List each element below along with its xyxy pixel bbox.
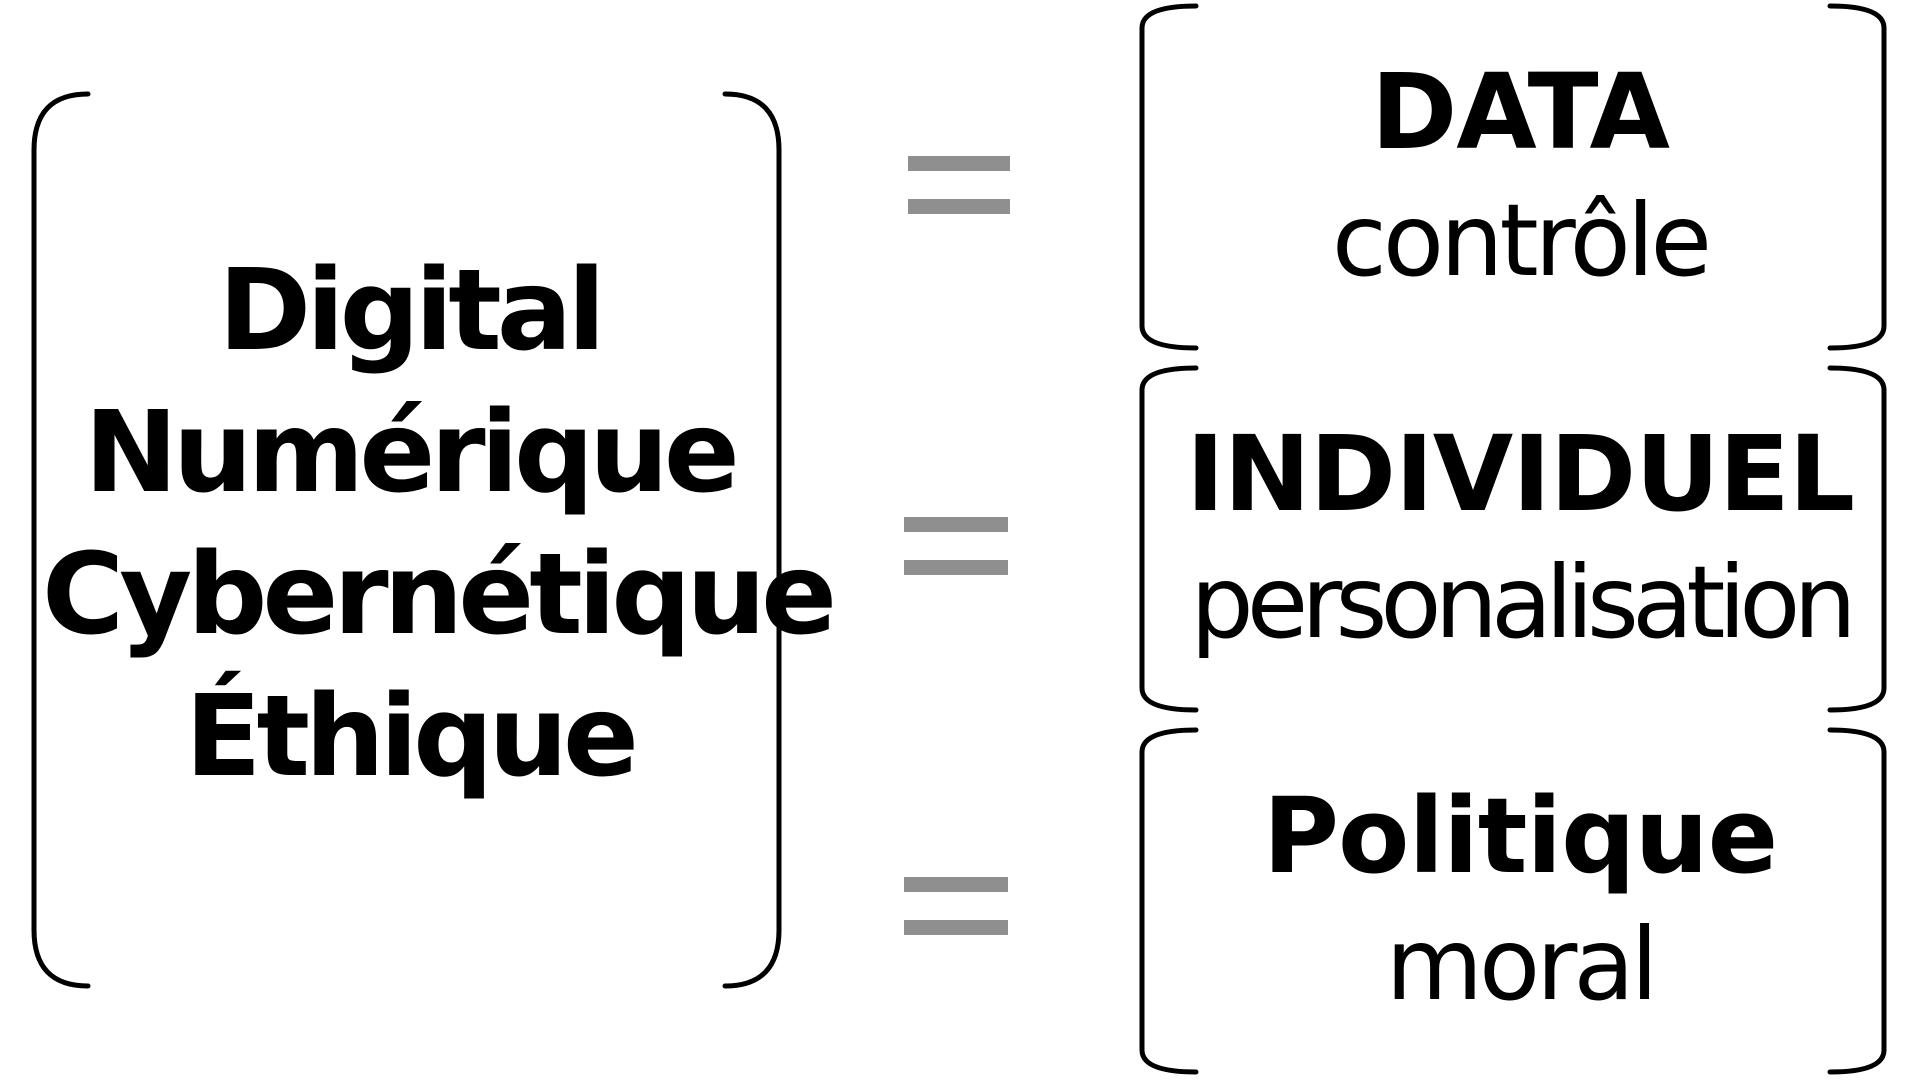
right-bracket-2 xyxy=(1139,365,1887,713)
term-numerique: Numérique xyxy=(84,388,740,518)
left-term-list: Digital Numérique Cybernétique Éthique xyxy=(42,240,837,808)
equals-sign-3 xyxy=(904,877,1008,935)
box-subtitle-moral: moral xyxy=(1385,906,1659,1023)
right-bracket-1 xyxy=(1139,3,1887,351)
left-bracket xyxy=(31,91,782,989)
term-ethique: Éthique xyxy=(184,672,639,802)
right-box-individuel: INDIVIDUEL personalisation xyxy=(1150,408,1890,666)
right-box-politique: Politique moral xyxy=(1150,770,1890,1028)
equals-sign-1 xyxy=(908,156,1010,214)
term-digital: Digital xyxy=(218,246,605,376)
box-subtitle-controle: contrôle xyxy=(1331,182,1712,299)
box-subtitle-personalisation: personalisation xyxy=(1190,544,1857,661)
box-title-politique: Politique xyxy=(1262,775,1778,897)
box-title-individuel: INDIVIDUEL xyxy=(1185,413,1855,535)
left-bracket-close xyxy=(722,91,782,989)
equals-sign-2 xyxy=(904,517,1008,575)
term-cybernetique: Cybernétique xyxy=(42,530,837,660)
box-title-data: DATA xyxy=(1370,51,1670,173)
right-box-data: DATA contrôle xyxy=(1150,46,1890,304)
left-bracket-open xyxy=(31,91,91,989)
right-bracket-3 xyxy=(1139,727,1887,1075)
